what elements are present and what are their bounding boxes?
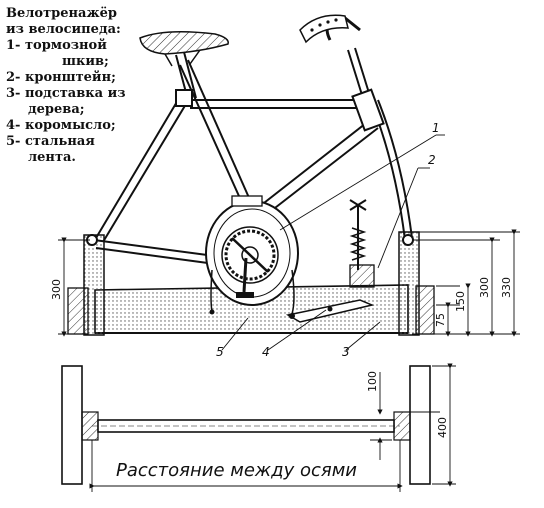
top-dimensions (89, 363, 456, 492)
side-dimensions (58, 134, 520, 351)
callout-2: 2 (428, 153, 436, 167)
dim-100: 100 (366, 371, 379, 392)
legend-title-line1: Велотренажёр (6, 6, 117, 21)
dim-300: 300 (478, 277, 491, 298)
legend-item-3: 3- подставка из (6, 86, 126, 101)
callout-1: 1 (432, 121, 440, 135)
dim-330: 330 (500, 277, 513, 298)
dim-400: 400 (436, 417, 449, 438)
legend-item-5: 5- стальная (6, 134, 95, 149)
brake-pulley (205, 195, 299, 306)
dim-75: 75 (434, 313, 447, 327)
callout-3: 3 (342, 345, 350, 359)
legend-item-3-cont: дерева; (28, 102, 85, 117)
dim-150: 150 (454, 291, 467, 312)
legend-item-1: 1- тормозной (6, 38, 107, 53)
legend: Велотренажёр из велосипеда: 1- тормозной… (6, 6, 126, 166)
callout-4: 4 (262, 345, 270, 359)
top-view (61, 365, 431, 485)
axle-distance-label: Расстояние между осями (116, 460, 357, 481)
saddle (139, 31, 229, 67)
bicycle-frame (93, 16, 413, 269)
legend-item-5-cont: лента. (28, 150, 76, 165)
legend-item-4: 4- коромысло; (6, 118, 116, 133)
bracket-spring (349, 199, 375, 288)
dim-left-height: 300 (50, 279, 63, 300)
legend-item-1-cont: шкив; (62, 54, 109, 69)
legend-item-2: 2- кронштейн; (6, 70, 116, 85)
callout-5: 5 (216, 345, 224, 359)
handlebar-grip (299, 14, 349, 44)
legend-title-line2: из велосипеда: (6, 22, 121, 37)
